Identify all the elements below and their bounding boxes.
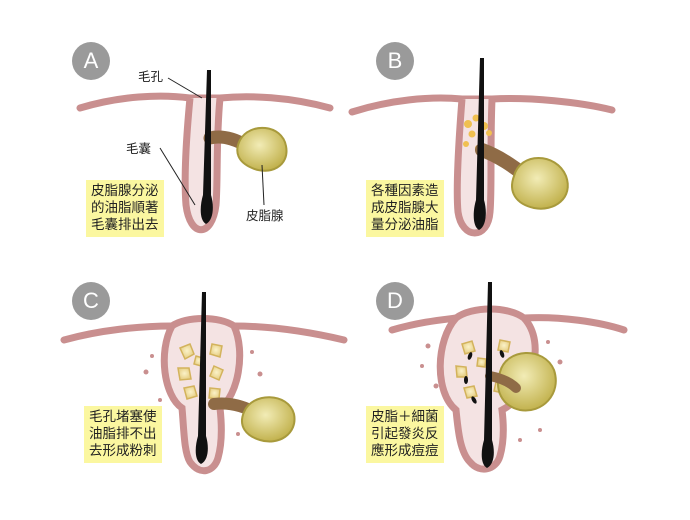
- label-pore: 毛孔: [138, 69, 164, 84]
- debris-dots-c: [143, 350, 263, 436]
- panel-a-illustration: [76, 70, 334, 234]
- panel-b-note: 各種因素造 成皮脂腺大 量分泌油脂: [366, 180, 444, 237]
- panel-a-badge: A: [72, 42, 110, 80]
- hair-b: [473, 58, 486, 230]
- panel-c-illustration: [60, 292, 348, 475]
- duct-d: [485, 371, 521, 393]
- panel-d-illustration: [388, 282, 628, 473]
- sebaceous-gland-a: [236, 126, 288, 172]
- label-follicle: 毛囊: [126, 141, 152, 156]
- sebaceous-gland-d: [497, 352, 557, 412]
- panel-c-badge: C: [72, 282, 110, 320]
- sebaceous-gland-c: [241, 396, 296, 443]
- skin-surface-c: [60, 322, 348, 344]
- sebaceous-gland-b: [511, 157, 569, 210]
- panel-d-badge: D: [376, 282, 414, 320]
- panel-b-illustration: [348, 58, 616, 237]
- comedone-plug-c: [177, 343, 224, 400]
- panel-d-note: 皮脂＋細菌 引起發炎反 應形成痘痘: [366, 406, 444, 463]
- hair-a: [200, 70, 213, 224]
- label-sebaceous-gland: 皮脂腺: [246, 208, 284, 223]
- hair-c: [195, 292, 208, 464]
- panel-c-note: 毛孔堵塞使 油脂排不出 去形成粉刺: [84, 406, 162, 463]
- panel-b-badge: B: [376, 42, 414, 80]
- panel-a-note: 皮脂腺分泌 的油脂順著 毛囊排出去: [86, 180, 164, 237]
- hair-d: [481, 282, 494, 468]
- debris-dots-d: [420, 340, 563, 442]
